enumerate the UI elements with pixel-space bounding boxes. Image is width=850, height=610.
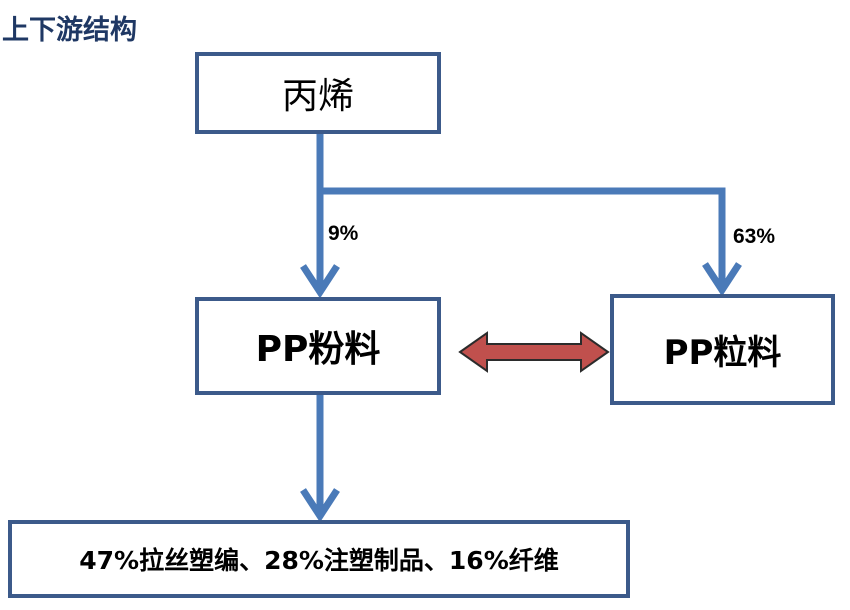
node-pp-powder-label: PP粉料	[255, 329, 381, 370]
node-propylene: 丙烯	[195, 52, 441, 134]
node-propylene-label: 丙烯	[281, 76, 354, 117]
node-pp-pellet-label: PP粒料	[663, 333, 782, 373]
arrowhead-powder	[300, 264, 340, 299]
node-pp-pellet: PP粒料	[610, 294, 835, 405]
connector-branch-to-pellet	[320, 187, 726, 290]
node-downstream-uses: 47%拉丝塑编、28%注塑制品、16%纤维	[8, 520, 630, 598]
edge-label-powder-percent: 9%	[328, 222, 359, 245]
node-pp-powder: PP粉料	[195, 297, 441, 395]
node-downstream-label: 47%拉丝塑编、28%注塑制品、16%纤维	[79, 546, 559, 575]
edge-label-pellet-percent: 63%	[733, 225, 776, 248]
double-arrow-powder-pellet	[458, 331, 610, 373]
arrowhead-pellet	[702, 262, 742, 297]
page-title: 上下游结构	[2, 15, 137, 46]
arrowhead-downstream	[300, 488, 340, 523]
